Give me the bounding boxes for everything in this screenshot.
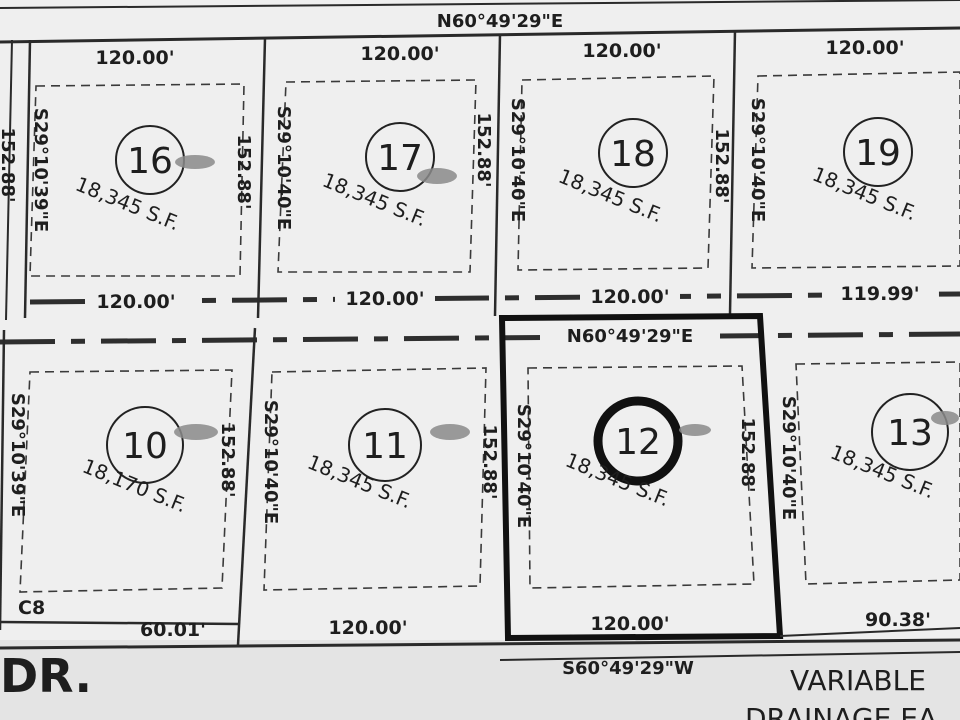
lot13-bottom-width: 90.38' bbox=[865, 609, 931, 631]
lot19-number: 19 bbox=[855, 133, 901, 174]
lot16-number: 16 bbox=[127, 141, 173, 182]
lot17-right-depth: 152.88' bbox=[473, 113, 494, 188]
paper-shadow bbox=[0, 640, 960, 720]
label-mask bbox=[540, 324, 720, 346]
lot17-bottom-width: 120.00' bbox=[345, 288, 424, 310]
lot19-left-bearing: S29°10'40"E bbox=[747, 98, 768, 222]
lot10-bottom-width: 60.01' bbox=[140, 619, 206, 641]
lot19-circle bbox=[843, 117, 913, 187]
note-drainage: DRAINAGE EA bbox=[745, 702, 937, 720]
lot12-left-bearing: S29°10'40"E bbox=[513, 404, 534, 528]
lot10-setback bbox=[19, 369, 233, 593]
lot12-bottom-width: 120.00' bbox=[590, 613, 669, 635]
lot12-setback bbox=[527, 365, 755, 589]
lot10-left-bearing: S29°10'39"E bbox=[7, 393, 28, 517]
lot13-circle bbox=[871, 393, 949, 471]
lot10-right-depth: 152.88' bbox=[217, 423, 238, 498]
lot16-right-depth: 152.88' bbox=[233, 135, 254, 210]
lot10-number: 10 bbox=[122, 426, 168, 467]
lot17-setback bbox=[277, 79, 477, 273]
lot12-number: 12 bbox=[615, 422, 661, 463]
rear-lot-line-lower bbox=[0, 331, 960, 345]
lot11-setback bbox=[263, 367, 487, 591]
lot17-number: 17 bbox=[377, 138, 423, 179]
lot17-top-width: 120.00' bbox=[360, 43, 439, 65]
lot11-number: 11 bbox=[362, 426, 408, 467]
lot17-18-line bbox=[493, 33, 502, 317]
lot10-south-line bbox=[0, 620, 241, 626]
lot18-top-width: 120.00' bbox=[582, 40, 661, 62]
lot16-bottom-width: 120.00' bbox=[96, 291, 175, 313]
lot16-top-width: 120.00' bbox=[95, 47, 174, 69]
lot19-bottom-width: 119.99' bbox=[840, 283, 919, 305]
lot17-left-bearing: S29°10'40"E bbox=[273, 106, 294, 230]
note-variable: VARIABLE bbox=[790, 664, 926, 697]
lot12-top-bearing: N60°49'29"E bbox=[567, 326, 693, 347]
label-mask bbox=[86, 291, 186, 313]
north-boundary-line bbox=[0, 26, 960, 44]
top-bearing-label: N60°49'29"E bbox=[437, 11, 563, 32]
lot16-west-line bbox=[23, 39, 32, 319]
lot11-circle bbox=[348, 408, 422, 482]
lot16-left-bearing: S29°10'39"E bbox=[30, 108, 51, 232]
lot13-south-line bbox=[779, 627, 960, 637]
lot10-11-line bbox=[236, 327, 257, 646]
pencil-marks bbox=[174, 155, 959, 440]
lot13-setback bbox=[795, 361, 960, 585]
lot13-left-bearing: S29°10'40"E bbox=[778, 396, 799, 520]
lot18-right-depth: 152.88' bbox=[711, 129, 732, 204]
left-edge-fragment: 152.88' bbox=[0, 128, 18, 203]
label-mask bbox=[580, 286, 680, 308]
lot10-west-line bbox=[0, 329, 6, 631]
lot11-left-bearing: S29°10'40"E bbox=[260, 400, 281, 524]
label-mask bbox=[826, 283, 936, 305]
lot19-top-width: 120.00' bbox=[825, 37, 904, 59]
lot11-right-depth: 152.88' bbox=[479, 425, 500, 500]
label-mask bbox=[335, 288, 435, 310]
lot16-17-line bbox=[256, 37, 267, 319]
lot12-right-depth: 152.88' bbox=[737, 418, 758, 493]
lot18-circle bbox=[598, 118, 668, 188]
bottom-bearing-label: S60°49'29"W bbox=[562, 658, 694, 679]
top-edge-line bbox=[0, 0, 960, 9]
lot12-highlight-circle bbox=[593, 396, 683, 486]
lot16-setback bbox=[29, 83, 245, 277]
lot19-setback bbox=[751, 71, 960, 269]
lot18-left-bearing: S29°10'40"E bbox=[507, 98, 528, 222]
lot13-number: 13 bbox=[887, 413, 933, 454]
south-boundary-line bbox=[0, 638, 960, 650]
lot18-number: 18 bbox=[610, 134, 656, 175]
curve-label-c8: C8 bbox=[18, 597, 45, 619]
road-edge-line bbox=[499, 651, 960, 661]
street-label: DR. bbox=[0, 649, 92, 703]
lot18-19-line bbox=[728, 29, 737, 315]
lot10-circle bbox=[106, 406, 184, 484]
lot11-bottom-width: 120.00' bbox=[328, 617, 407, 639]
lot17-circle bbox=[365, 122, 435, 192]
lot18-setback bbox=[517, 75, 715, 271]
lot15-edge-line bbox=[5, 39, 13, 321]
lot18-bottom-width: 120.00' bbox=[590, 286, 669, 308]
